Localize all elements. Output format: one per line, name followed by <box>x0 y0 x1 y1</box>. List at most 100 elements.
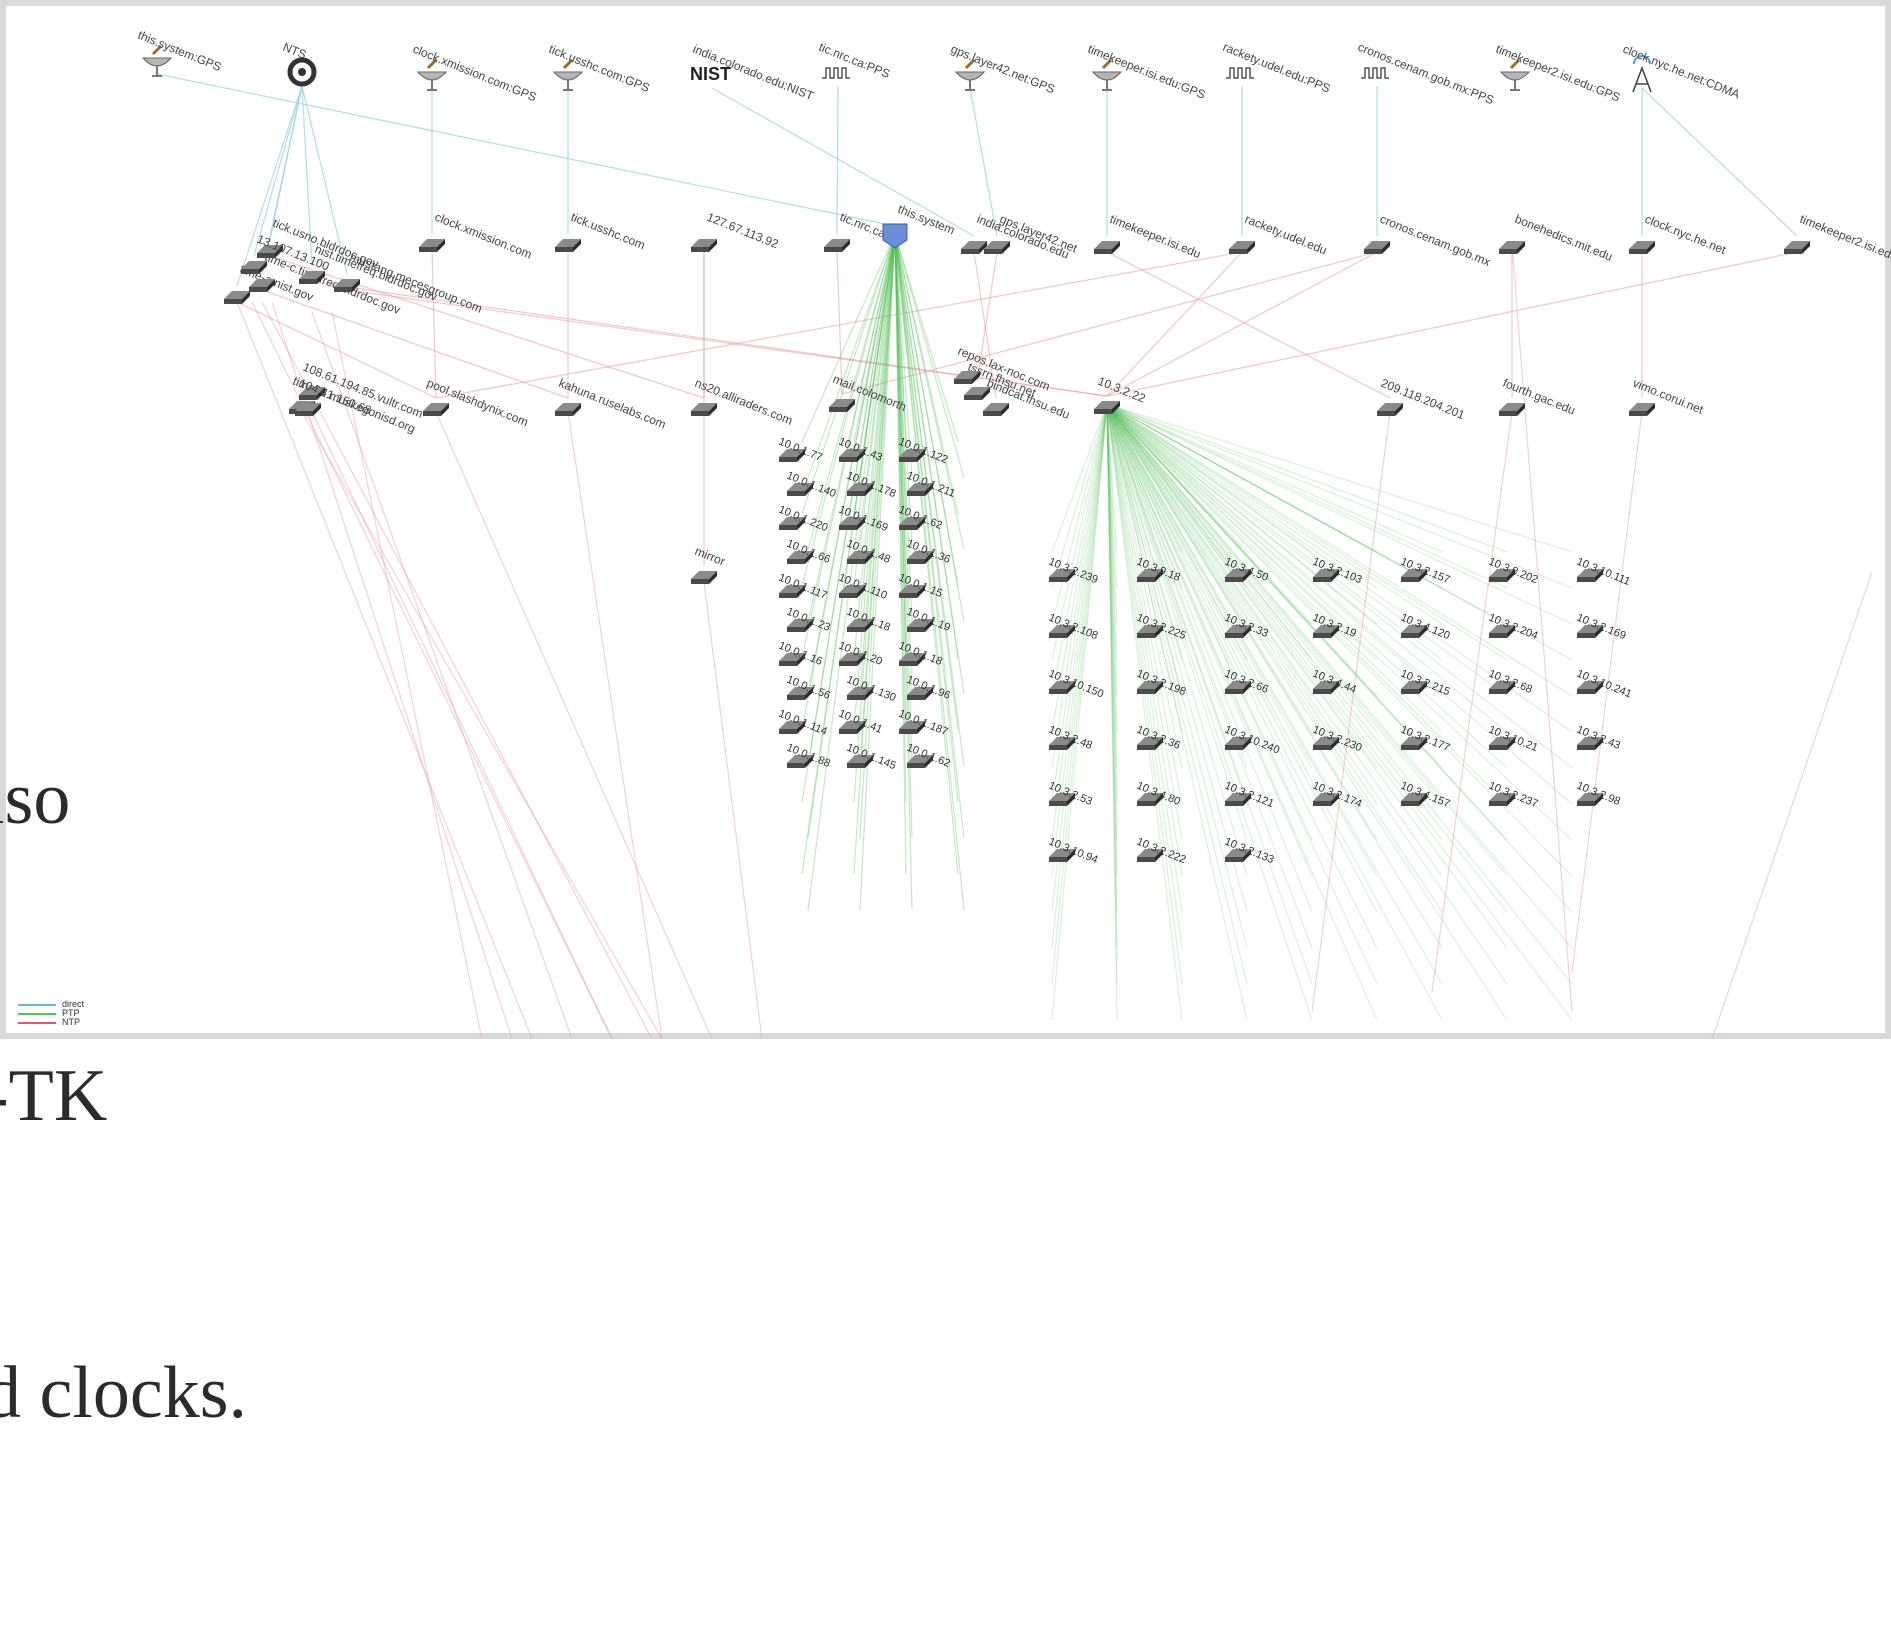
server-icon <box>1499 241 1525 254</box>
edge-ptp-b-1-4 <box>1106 403 1313 589</box>
edge-ptp-b-7-8 <box>1106 403 1573 805</box>
legend-entry-direct: direct <box>18 1000 84 1009</box>
edge-ntp-long-12 <box>1431 411 1513 993</box>
cell-tower-icon <box>1632 55 1652 93</box>
server-label: tick.usshc.com <box>569 210 647 252</box>
edge-ptp-b-2-8 <box>1106 403 1573 625</box>
edge-ptp-a-8-0 <box>801 233 896 731</box>
server-icon <box>1049 849 1075 862</box>
server-icon <box>1225 849 1251 862</box>
legend-entry-ptp: PTP <box>18 1009 84 1018</box>
edge-direct-6 <box>301 85 348 275</box>
pps-pulse-icon <box>1361 67 1389 79</box>
edge-ptp-b-3-8 <box>1106 403 1573 661</box>
edge-ptp-b-7-4 <box>1106 403 1313 805</box>
server-icon <box>954 371 980 384</box>
server-icon <box>1489 569 1515 582</box>
edge-ptp-b-5-8 <box>1106 403 1573 733</box>
edge-ptp-b-4-6 <box>1106 403 1443 697</box>
edge-direct-16 <box>711 87 975 237</box>
edge-ntp-long-2 <box>261 301 653 1039</box>
edge-ptp-b-13-0 <box>1051 403 1108 1021</box>
edge-ptp-a-1-0 <box>807 233 896 479</box>
edge-ntp-long-3 <box>271 301 513 1039</box>
edge-ptp-a-9-3 <box>894 233 965 767</box>
edge-ptp-b-4-4 <box>1106 403 1313 697</box>
edge-ntp-long-1 <box>251 301 613 1039</box>
edge-legend: direct PTP NTP <box>18 1000 84 1027</box>
edge-ptp-a-8-1 <box>853 233 896 731</box>
legend-entry-ntp: NTP <box>18 1018 84 1027</box>
server-icon <box>847 755 873 768</box>
edge-ptp-b-9-1 <box>1106 403 1118 877</box>
svg-text:NIST: NIST <box>690 64 731 84</box>
edge-ptp-b-4-1 <box>1106 403 1118 697</box>
edge-ptp-b-3-1 <box>1106 403 1118 661</box>
server-icon <box>899 585 925 598</box>
edge-direct-9 <box>836 85 839 235</box>
reference-label: gps.layer42.net:GPS <box>949 42 1057 96</box>
edge-ptp-b-12-3 <box>1106 403 1248 985</box>
edge-ptp-b-5-6 <box>1106 403 1443 733</box>
edge-ptp-b-1-5 <box>1106 403 1378 589</box>
server-icon <box>1489 793 1515 806</box>
edge-ptp-b-13-1 <box>1106 403 1118 1021</box>
server-icon <box>1784 241 1810 254</box>
edge-ptp-b-0-3 <box>1106 403 1248 553</box>
edge-ptp-b-10-3 <box>1106 403 1248 913</box>
edge-ptp-b-1-7 <box>1106 403 1508 589</box>
edge-ptp-b-10-8 <box>1106 403 1573 913</box>
server-icon <box>899 721 925 734</box>
legend-label-ntp: NTP <box>62 1017 80 1027</box>
edge-ptp-b-4-3 <box>1106 403 1248 697</box>
server-icon <box>1229 241 1255 254</box>
edge-ntp-7 <box>973 251 997 399</box>
server-icon <box>1049 681 1075 694</box>
server-label: clock.nyc.he.net <box>1643 212 1729 257</box>
edge-ptp-b-11-7 <box>1106 403 1508 949</box>
edge-ptp-b-5-2 <box>1106 403 1183 733</box>
edge-ptp-a-2-2 <box>894 233 907 515</box>
edge-ptp-b-12-0 <box>1051 403 1108 985</box>
legend-swatch-ntp <box>18 1021 56 1024</box>
edge-ptp-a-3-1 <box>859 233 896 551</box>
edge-ptp-b-4-0 <box>1051 403 1108 697</box>
edge-ptp-b-4-7 <box>1106 403 1508 697</box>
edge-ptp-a-7-0 <box>807 233 896 695</box>
edge-ptp-b-10-4 <box>1106 403 1313 913</box>
server-icon <box>1401 793 1427 806</box>
server-icon <box>1137 849 1163 862</box>
edge-ptp-b-10-0 <box>1051 403 1108 913</box>
edge-ptp-a-9-1 <box>859 233 896 767</box>
edge-direct-10 <box>969 87 998 237</box>
edge-ptp-b-0-8 <box>1106 403 1573 553</box>
server-icon <box>423 403 449 416</box>
server-icon <box>419 239 445 252</box>
edge-ptp-b-3-0 <box>1051 403 1108 661</box>
slide-text-line-2: -TK <box>0 1055 108 1137</box>
edge-ptp-b-13-4 <box>1106 403 1313 1021</box>
edge-ntp-8 <box>976 251 998 383</box>
edge-ptp-b-3-2 <box>1106 403 1183 661</box>
server-icon <box>1377 403 1403 416</box>
server-icon <box>1629 241 1655 254</box>
edge-ptp-a-12-2 <box>894 233 907 875</box>
server-icon <box>1225 681 1251 694</box>
server-icon <box>907 551 933 564</box>
edge-ptp-b-7-3 <box>1106 403 1248 805</box>
edge-ntp-long-14 <box>1711 571 1873 1039</box>
edge-ptp-b-6-7 <box>1106 403 1508 769</box>
edge-ptp-a-8-2 <box>894 233 907 731</box>
edge-ptp-a-1-3 <box>894 233 965 479</box>
gps-antenna-icon <box>552 58 584 91</box>
edge-ptp-b-3-7 <box>1106 403 1508 661</box>
reference-label: this.system:GPS <box>136 28 223 74</box>
server-icon <box>249 279 275 292</box>
edge-direct-1 <box>236 85 303 287</box>
edge-ptp-b-7-7 <box>1106 403 1508 805</box>
edge-ptp-b-0-4 <box>1106 403 1313 553</box>
edge-ptp-b-10-6 <box>1106 403 1443 913</box>
server-label: tic.nrc.ca <box>838 210 888 241</box>
edge-ptp-b-13-5 <box>1106 403 1378 1021</box>
